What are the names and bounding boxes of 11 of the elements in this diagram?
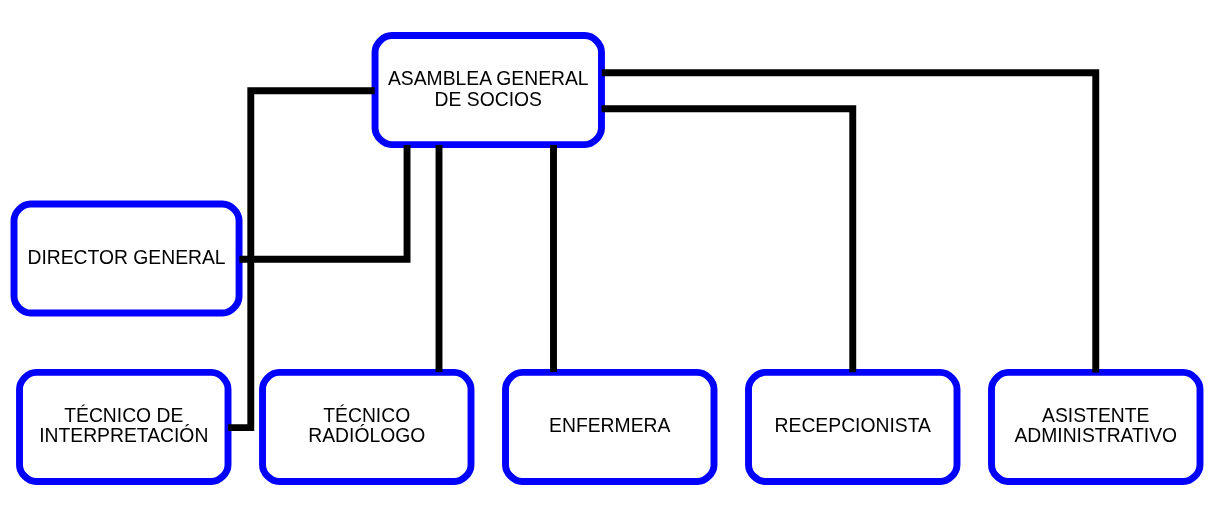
node-box: RECEPCIONISTA (745, 368, 961, 485)
node-box: ENFERMERA (502, 368, 718, 485)
node-box: TÉCNICO RADIÓLOGO (259, 368, 475, 485)
connector (601, 69, 1100, 373)
node-box: ASISTENTE ADMINISTRATIVO (988, 368, 1204, 485)
node-box: TÉCNICO DE INTERPRETACIÓN (16, 368, 232, 485)
connector (435, 144, 443, 373)
connector (550, 144, 557, 373)
node-box: ASAMBLEA GENERAL DE SOCIOS (371, 32, 605, 149)
connector (601, 105, 857, 373)
node-box: DIRECTOR GENERAL (10, 200, 243, 317)
